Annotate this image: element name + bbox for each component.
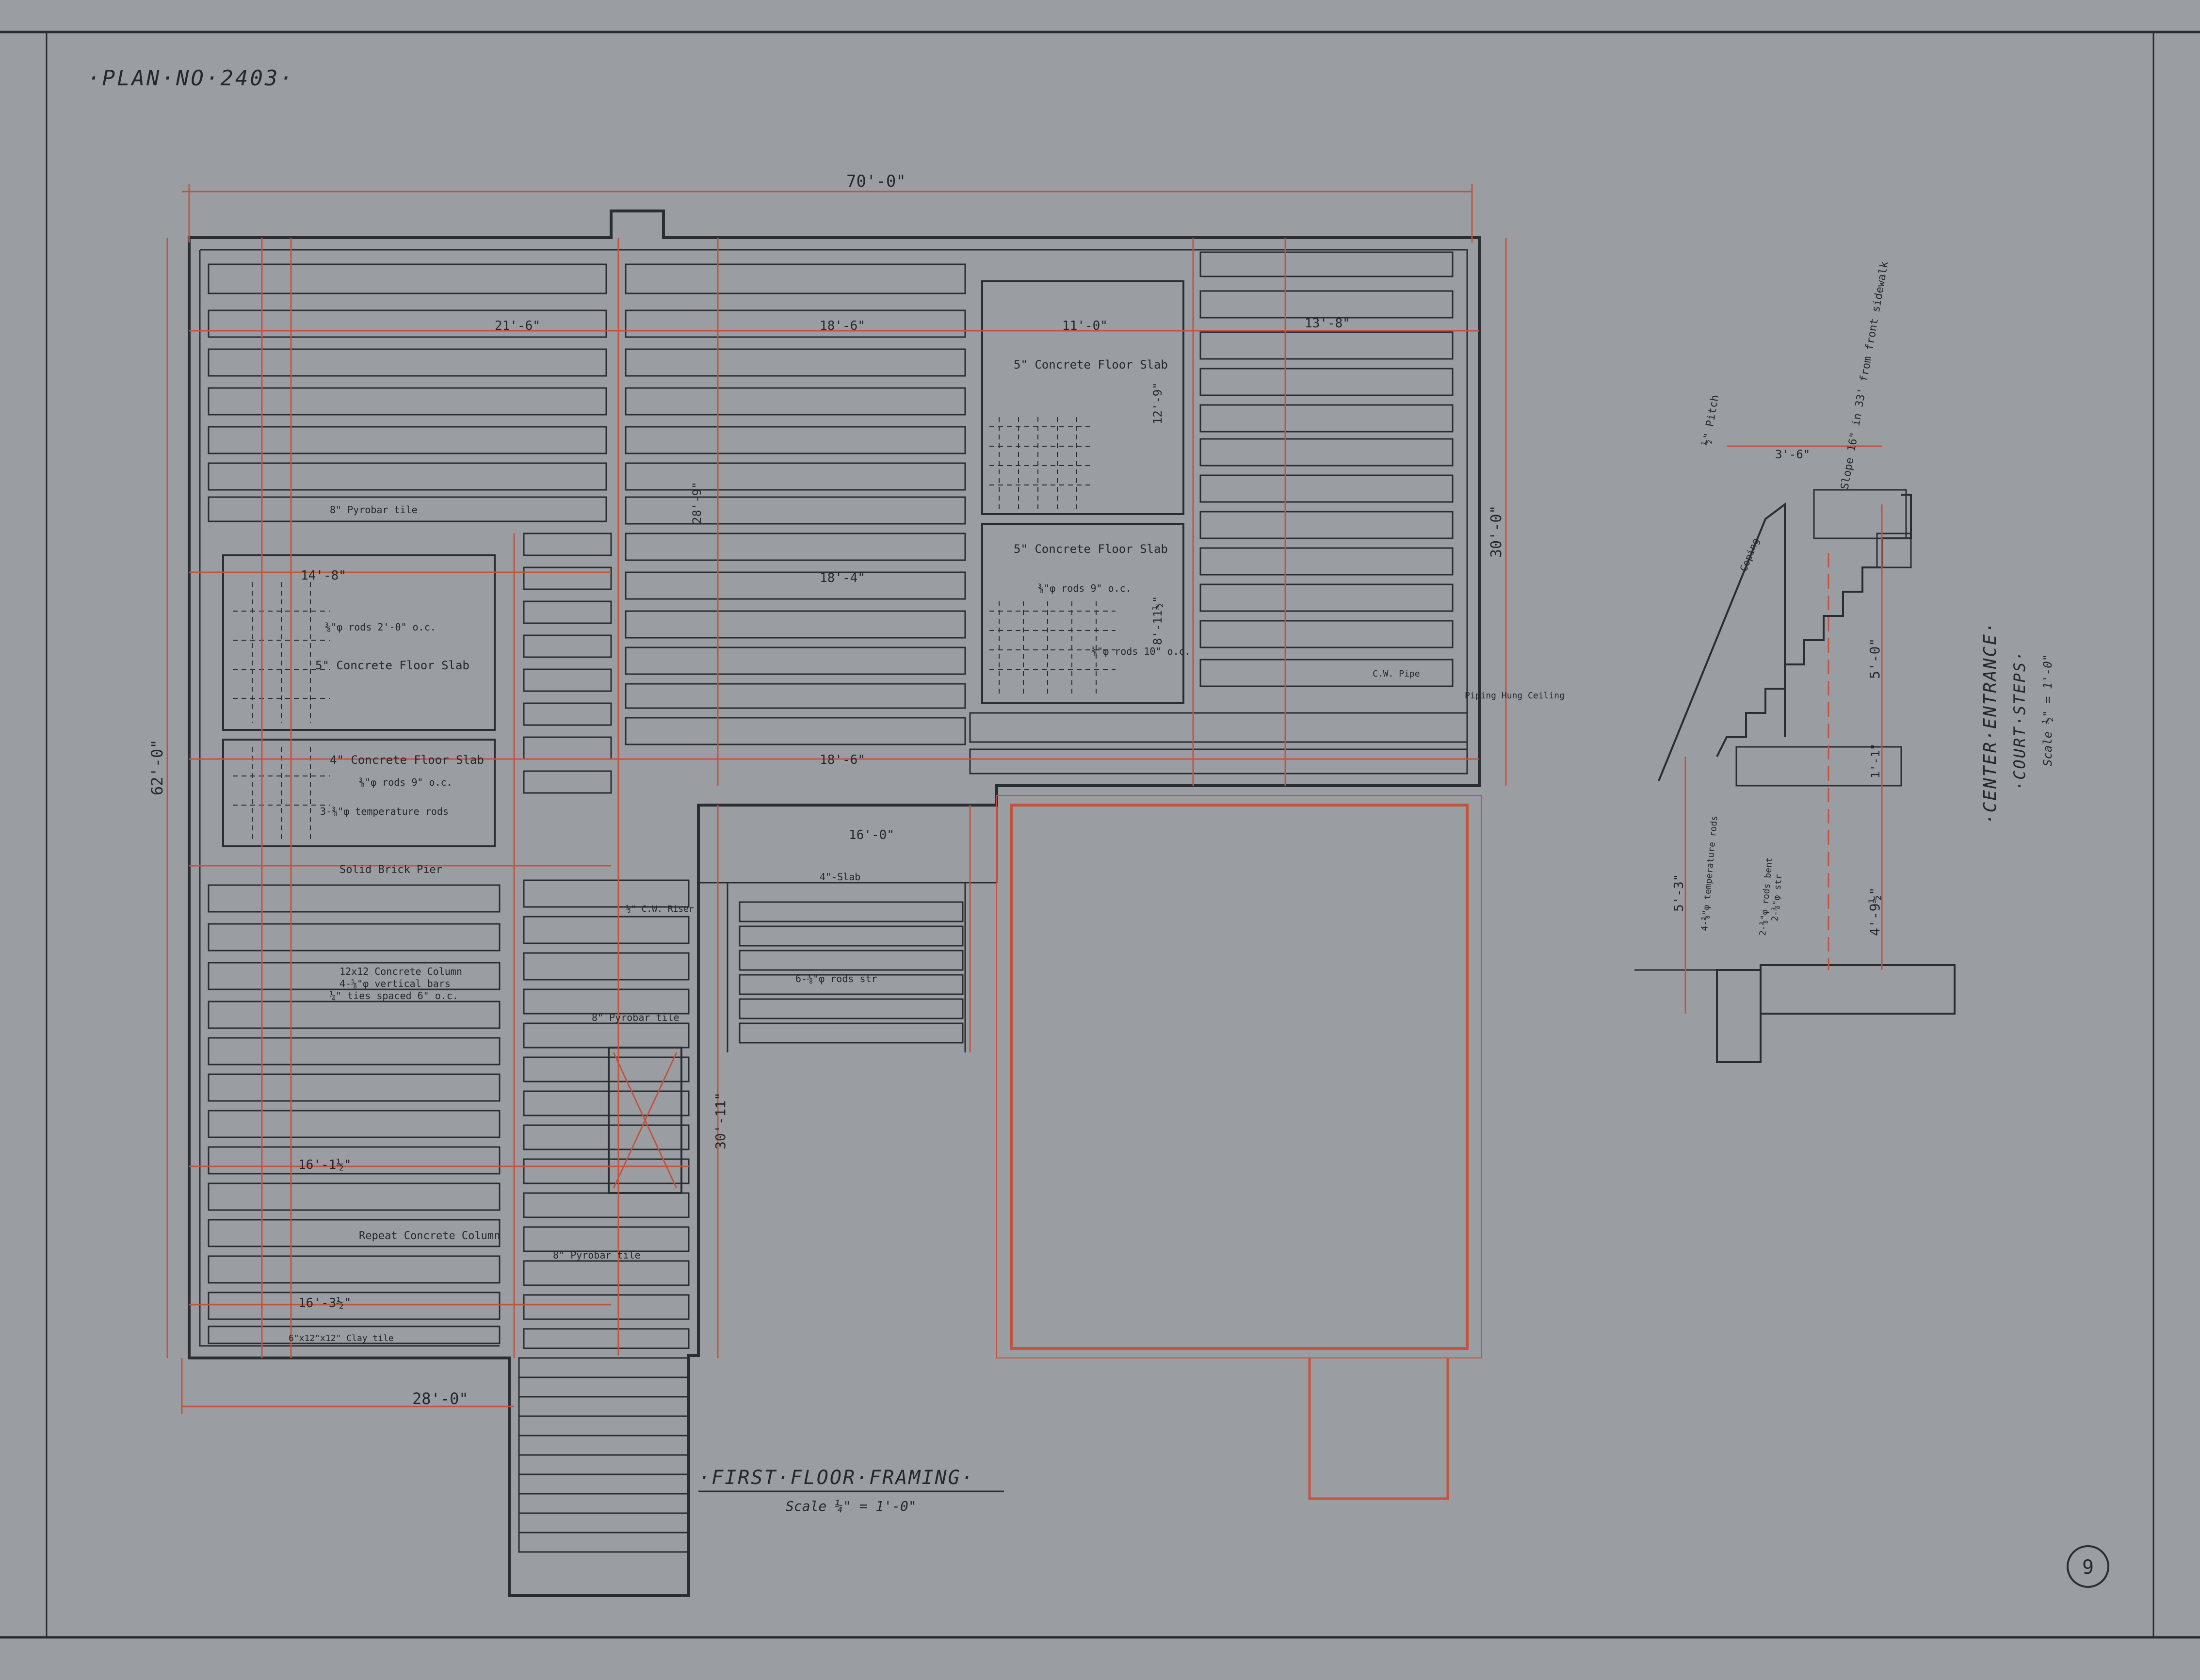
steps-slope-line xyxy=(1658,502,1786,781)
joist-bay-corridor xyxy=(523,533,966,794)
joist-bay-lower-left xyxy=(208,884,501,1344)
sheet-number-badge: 9 xyxy=(2067,1545,2109,1588)
note-rods-9oc-b: ⅜"φ rods 9" o.c. xyxy=(359,776,453,788)
note-slab-upper: 5" Concrete Floor Slab xyxy=(1014,358,1168,372)
steps-dim-top: 3'-6" xyxy=(1775,448,1810,461)
dim-bay-lower: 18'-6" xyxy=(820,753,865,767)
note-slab-left: 5" Concrete Floor Slab xyxy=(315,659,469,672)
dim-12-9: 12'-9" xyxy=(1151,382,1165,424)
note-clay-tile: 6"x12"x12" Clay tile xyxy=(289,1333,394,1343)
note-slab-4: 4"-Slab xyxy=(820,871,860,883)
dim-wing: 16'-0" xyxy=(849,828,894,842)
plan-title: ·FIRST·FLOOR·FRAMING· xyxy=(698,1467,974,1489)
note-column: 12x12 Concrete Column xyxy=(340,966,462,977)
dim-overall-depth: 62'-0" xyxy=(148,739,166,795)
plan-notes: 5" Concrete Floor Slab 5" Concrete Floor… xyxy=(289,358,1565,1343)
note-slab-left-4: 4" Concrete Floor Slab xyxy=(330,753,484,767)
dim-bottom-width: 28'-0" xyxy=(412,1389,469,1408)
dim-bay-top-mid: 18'-6" xyxy=(820,319,865,333)
steps-title: ·CENTER·ENTRANCE· xyxy=(1980,621,2000,824)
note-rods-2oc: ⅜"φ rods 2'-0" o.c. xyxy=(325,621,436,633)
sheet-number: 9 xyxy=(2082,1556,2094,1579)
note-temp-rods: 3-⅜"φ temperature rods xyxy=(320,806,449,817)
note-cw-pipe: C.W. Pipe xyxy=(1373,669,1420,679)
dim-lower-left-1: 16'-1½" xyxy=(298,1158,352,1172)
dim-court-depth: 30'-11" xyxy=(712,1092,728,1149)
joist-bay-lower-strip xyxy=(969,712,1468,775)
entrance-stairs xyxy=(518,1357,690,1553)
plan-number: ·PLAN·NO·2403· xyxy=(87,66,294,91)
rebar-hatch-lower xyxy=(989,601,1116,694)
note-pyrobar-a: 8" Pyrobar tile xyxy=(330,504,418,516)
note-cw-riser: ½" C.W. Riser xyxy=(626,904,694,914)
joist-bay-lower-middle xyxy=(523,879,690,1349)
upper-landing xyxy=(1813,489,1907,539)
note-column-ties: ¼" ties spaced 6" o.c. xyxy=(330,990,458,1002)
note-rods-9oc-a: ⅜"φ rods 9" o.c. xyxy=(1038,582,1132,594)
slab-room-lower xyxy=(981,523,1184,704)
note-piping: Piping Hung Ceiling xyxy=(1465,691,1565,701)
dim-right-depth: 30'-0" xyxy=(1488,505,1505,558)
steps-dim-lower: 4'-9½" xyxy=(1867,887,1883,936)
dim-overall-width: 70'-0" xyxy=(846,172,906,191)
plan-scale: Scale ¼" = 1'-0" xyxy=(786,1498,917,1514)
dim-8-11: 8'-11½" xyxy=(1151,596,1165,645)
rebar-hatch-left xyxy=(233,582,330,839)
court-outline xyxy=(996,795,1482,1500)
slab-block xyxy=(1876,533,1912,568)
note-solid-pier: Solid Brick Pier xyxy=(340,864,442,876)
base-block xyxy=(1735,746,1902,787)
dim-lower-left-2: 16'-3½" xyxy=(298,1296,352,1310)
first-floor-plan: 70'-0" 28'-0" 62'-0" 30'-0" 30'-11" 21'-… xyxy=(148,172,1565,1597)
joist-bay-upper-left xyxy=(208,263,607,522)
slab-room-left-2 xyxy=(222,739,496,847)
dim-left-room: 14'-8" xyxy=(301,568,346,583)
slab-room-left-1 xyxy=(222,554,496,731)
dim-bay-top-c: 11'-0" xyxy=(1062,319,1108,333)
joist-bay-upper-center xyxy=(625,263,966,709)
dim-bay-top-right: 13'-8" xyxy=(1305,316,1350,331)
note-rods-str: 6-⅜"φ rods str xyxy=(795,973,877,985)
steps-dim-rise: 5'-0" xyxy=(1867,638,1883,679)
note-pyrobar-c: 8" Pyrobar tile xyxy=(553,1249,641,1261)
note-column-bars: 4-⅝"φ vertical bars xyxy=(340,978,451,989)
footing-pad xyxy=(1716,969,1762,1063)
dim-28-9: 28'-9" xyxy=(690,482,704,524)
interior-wall-line xyxy=(199,249,1468,1347)
slab-room-upper xyxy=(981,280,1184,515)
joist-bay-right xyxy=(1199,251,1454,687)
steps-dim-base: 1'-1" xyxy=(1869,743,1882,778)
steps-dim-footing: 5'-3" xyxy=(1672,874,1686,912)
plan-dimensions: 70'-0" 28'-0" 62'-0" 30'-0" 30'-11" 21'-… xyxy=(148,172,1505,1408)
rebar-hatch-upper xyxy=(989,417,1091,509)
dim-bay-mid: 18'-4" xyxy=(820,571,865,585)
note-pyrobar-b: 8" Pyrobar tile xyxy=(592,1012,679,1023)
note-rods-10oc: ⅜"φ rods 10" o.c. xyxy=(1091,646,1191,657)
steps-scale: Scale ½" = 1'-0" xyxy=(2041,654,2054,766)
red-dimension-lines xyxy=(166,184,1507,1414)
note-repeat-column: Repeat Concrete Column xyxy=(359,1230,500,1242)
stair-opening xyxy=(608,1047,682,1194)
steps-subtitle: ·COURT·STEPS· xyxy=(2010,650,2029,791)
note-slab-lower: 5" Concrete Floor Slab xyxy=(1014,542,1168,556)
dim-bay-top-left: 21'-6" xyxy=(495,319,540,333)
